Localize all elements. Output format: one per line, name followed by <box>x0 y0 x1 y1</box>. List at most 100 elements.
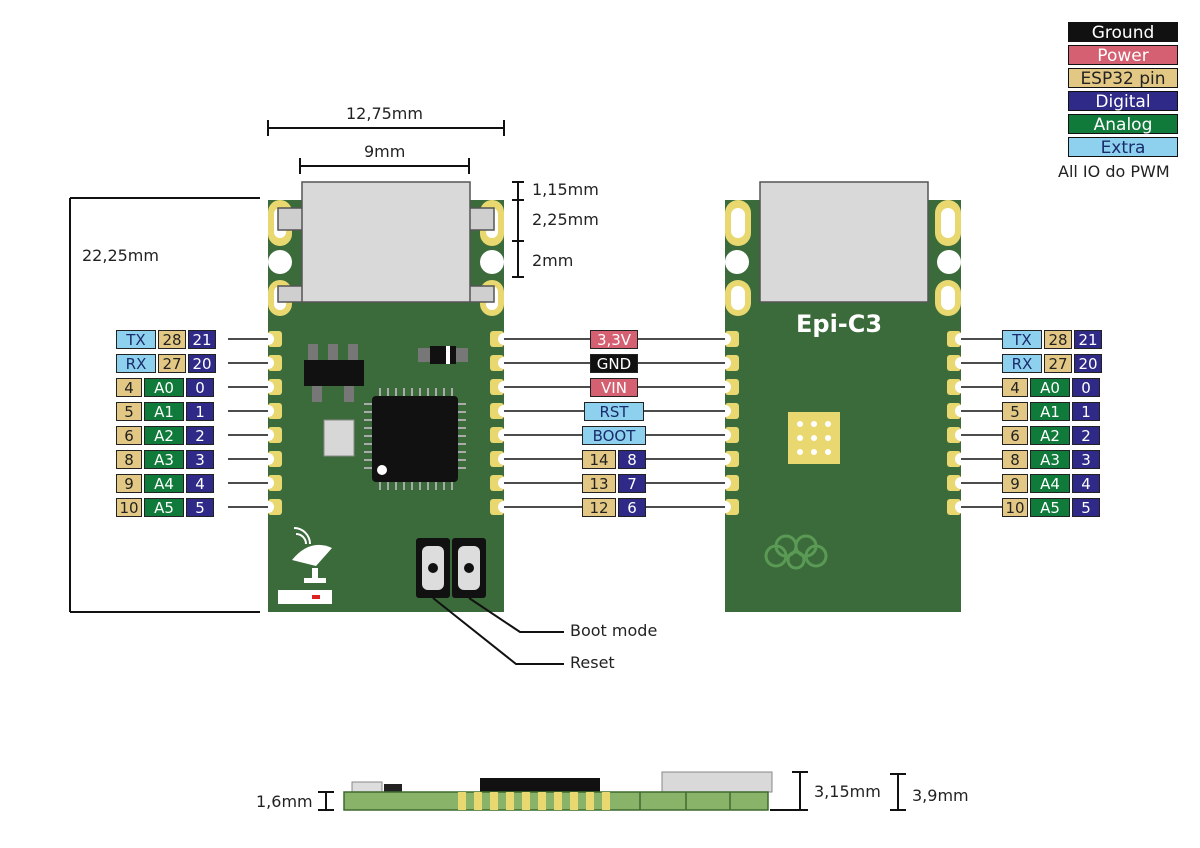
board-back <box>719 181 967 612</box>
dim-width-outer: 12,75mm <box>346 104 423 123</box>
pin-analog-label: A1 <box>144 402 184 421</box>
satellite-dish-icon <box>292 527 332 583</box>
pin-esp-label: 8 <box>116 450 142 469</box>
pin-extra-label: RX <box>1002 354 1042 373</box>
pin-digital-label: 3 <box>186 450 214 469</box>
dim-usb-top: 1,15mm <box>532 180 599 199</box>
clover-logo-icon <box>764 534 828 570</box>
middle-pin-row: VIN <box>590 378 638 398</box>
pin-analog-label: A0 <box>144 378 184 397</box>
legend-power: Power <box>1068 45 1178 66</box>
pin-digital-label: 6 <box>618 498 646 517</box>
pin-digital-label: 1 <box>186 402 214 421</box>
dim-height: 22,25mm <box>82 246 159 265</box>
left-pin-row: 8 A3 3 <box>116 450 214 470</box>
dim-total-height: 3,9mm <box>912 786 969 805</box>
pin-extra-label: TX <box>1002 330 1042 349</box>
legend-ground: Ground <box>1068 22 1178 43</box>
pin-esp-label: 12 <box>582 498 616 517</box>
pin-analog-label: A1 <box>1030 402 1070 421</box>
pin-esp-label: 27 <box>1044 354 1072 373</box>
left-pin-row: 9 A4 4 <box>116 474 214 494</box>
button-leader-lines <box>432 597 564 665</box>
pin-esp-label: 27 <box>158 354 186 373</box>
pin-extra-label: BOOT <box>582 426 646 445</box>
pin-esp-label: 4 <box>116 378 142 397</box>
pin-analog-label: A4 <box>1030 474 1070 493</box>
pin-extra-label: RST <box>584 402 644 421</box>
pin-esp-label: 9 <box>116 474 142 493</box>
pin-extra-label: TX <box>116 330 156 349</box>
pin-esp-label: 6 <box>1002 426 1028 445</box>
middle-pin-row: 13 7 <box>582 474 646 494</box>
pin-esp-label: 9 <box>1002 474 1028 493</box>
board-front <box>262 181 510 612</box>
pin-digital-label: 0 <box>186 378 214 397</box>
pin-esp-label: 14 <box>582 450 616 469</box>
pin-analog-label: A5 <box>144 498 184 517</box>
pin-digital-label: 0 <box>1072 378 1100 397</box>
left-pin-row: TX 28 21 <box>116 330 216 350</box>
pin-digital-label: 5 <box>186 498 214 517</box>
pin-analog-label: A4 <box>144 474 184 493</box>
right-pin-row: TX 28 21 <box>1002 330 1102 350</box>
pin-digital-label: 20 <box>188 354 216 373</box>
right-pin-row: 5 A1 1 <box>1002 402 1100 422</box>
dim-usb-low: 2mm <box>532 251 574 270</box>
pin-digital-label: 3 <box>1072 450 1100 469</box>
pin-digital-label: 2 <box>1072 426 1100 445</box>
side-dimension-lines <box>318 771 906 811</box>
pin-power-label: VIN <box>590 378 638 397</box>
middle-pin-row: 3,3V <box>590 330 638 350</box>
pin-digital-label: 2 <box>186 426 214 445</box>
legend-esp32-pin: ESP32 pin <box>1068 68 1178 89</box>
dim-usb-height: 3,15mm <box>814 782 881 801</box>
pin-analog-label: A2 <box>1030 426 1070 445</box>
pin-esp-label: 5 <box>116 402 142 421</box>
middle-pin-row: RST <box>584 402 644 422</box>
pin-esp-label: 4 <box>1002 378 1028 397</box>
pin-digital-label: 20 <box>1074 354 1102 373</box>
dim-usb-mid: 2,25mm <box>532 210 599 229</box>
legend-extra: Extra <box>1068 137 1178 158</box>
pin-esp-label: 6 <box>116 426 142 445</box>
legend-digital: Digital <box>1068 91 1178 112</box>
board-name: Epi-C3 <box>796 310 883 338</box>
pin-digital-label: 5 <box>1072 498 1100 517</box>
pin-esp-label: 28 <box>1044 330 1072 349</box>
pin-digital-label: 21 <box>188 330 216 349</box>
pin-digital-label: 21 <box>1074 330 1102 349</box>
middle-pin-row: BOOT <box>582 426 646 446</box>
dim-width-inner: 9mm <box>364 142 406 161</box>
pin-analog-label: A2 <box>144 426 184 445</box>
middle-pin-row: 14 8 <box>582 450 646 470</box>
pin-esp-label: 13 <box>582 474 616 493</box>
pin-digital-label: 7 <box>618 474 646 493</box>
pin-ground-label: GND <box>590 354 638 373</box>
pin-digital-label: 4 <box>186 474 214 493</box>
right-pin-row: 10 A5 5 <box>1002 498 1100 518</box>
left-pin-row: 10 A5 5 <box>116 498 214 518</box>
legend: Ground Power ESP32 pin Digital Analog Ex… <box>1068 22 1178 160</box>
left-pin-row: RX 27 20 <box>116 354 216 374</box>
pin-analog-label: A3 <box>144 450 184 469</box>
middle-pin-row: 12 6 <box>582 498 646 518</box>
left-pin-row: 4 A0 0 <box>116 378 214 398</box>
left-pin-row: 5 A1 1 <box>116 402 214 422</box>
pin-digital-label: 8 <box>618 450 646 469</box>
pin-esp-label: 10 <box>116 498 142 517</box>
pin-esp-label: 10 <box>1002 498 1028 517</box>
pin-esp-label: 28 <box>158 330 186 349</box>
pin-digital-label: 1 <box>1072 402 1100 421</box>
reset-label: Reset <box>570 653 615 672</box>
pin-analog-label: A5 <box>1030 498 1070 517</box>
legend-analog: Analog <box>1068 114 1178 135</box>
legend-note: All IO do PWM <box>1058 162 1170 181</box>
left-pin-row: 6 A2 2 <box>116 426 214 446</box>
pin-extra-label: RX <box>116 354 156 373</box>
pin-digital-label: 4 <box>1072 474 1100 493</box>
right-pin-row: 9 A4 4 <box>1002 474 1100 494</box>
dim-pcb-thickness: 1,6mm <box>256 792 313 811</box>
right-pin-row: 4 A0 0 <box>1002 378 1100 398</box>
